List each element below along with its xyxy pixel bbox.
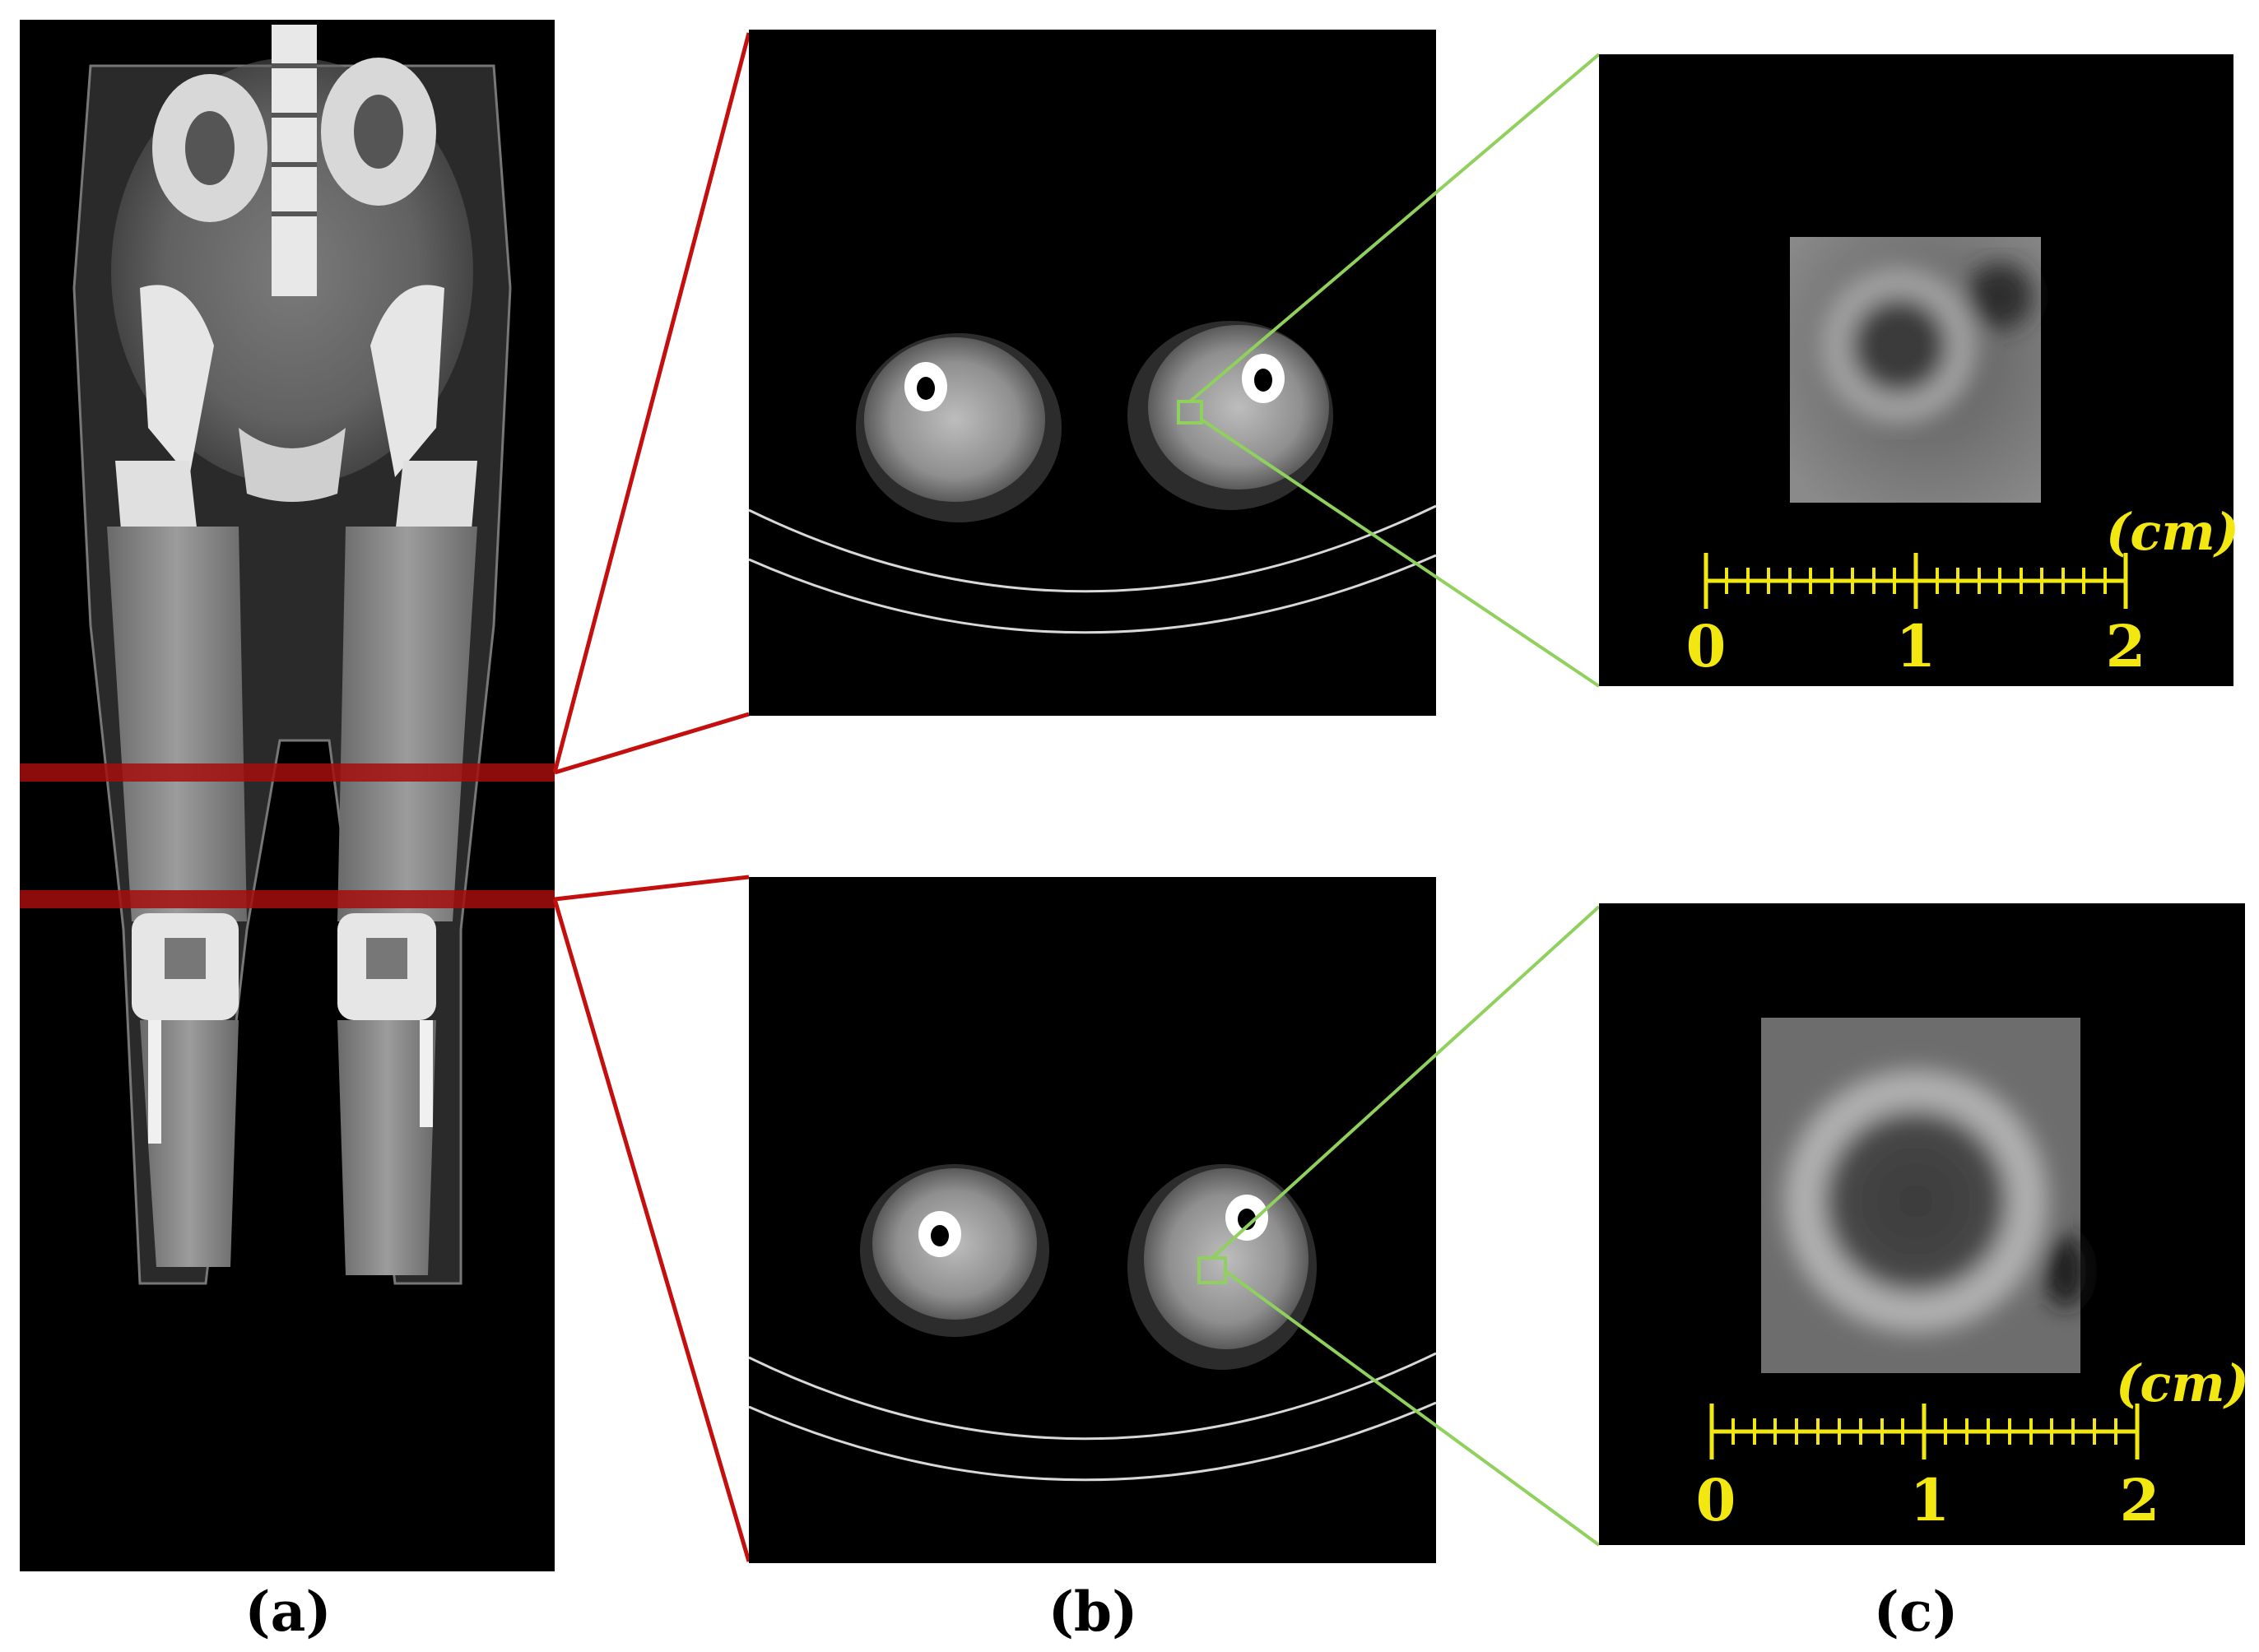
scale-tick-label-2-upper: 2 — [2106, 612, 2146, 680]
panel-b-axial-slice-upper — [748, 30, 1437, 716]
scale-bar-lower — [1709, 1404, 2140, 1459]
panel-b-caption: (b) — [1048, 1580, 1138, 1644]
scale-unit-lower: (cm) — [2116, 1353, 2249, 1413]
slice-marker-lower — [20, 890, 555, 908]
scale-tick-label-2-lower: 2 — [2120, 1466, 2160, 1534]
slice-marker-upper — [20, 763, 555, 782]
scale-unit-upper: (cm) — [2106, 502, 2239, 562]
panel-a-caption: (a) — [244, 1580, 332, 1644]
scale-tick-label-0-lower: 0 — [1696, 1466, 1736, 1534]
scale-tick-label-0-upper: 0 — [1686, 612, 1727, 680]
panel-c-zoom-lower: (cm) 0 1 2 — [1599, 903, 2249, 1545]
scale-tick-label-1-lower: 1 — [1910, 1466, 1950, 1534]
scale-bar-upper — [1704, 553, 2128, 609]
panel-b-axial-slice-lower — [748, 877, 1437, 1563]
panel-c-zoom-upper: (cm) 0 1 2 — [1599, 54, 2239, 686]
slice-connector-lines — [552, 32, 751, 1562]
panel-a-coronal-ct — [20, 20, 555, 1571]
panel-c-caption: (c) — [1873, 1580, 1959, 1644]
scale-tick-label-1-upper: 1 — [1896, 612, 1936, 680]
zoom-connector-lines — [1188, 53, 1601, 1547]
